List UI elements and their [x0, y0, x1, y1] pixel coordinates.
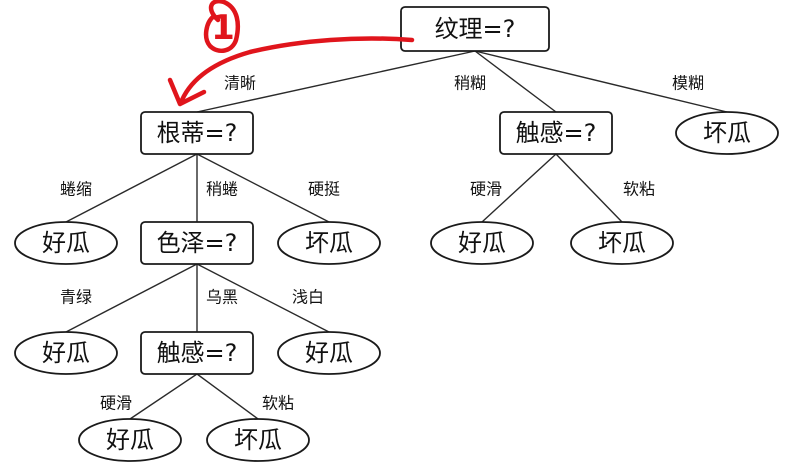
annotation-arrow-curve — [179, 36, 415, 103]
leaf-node-leaf_hao3: 好瓜 — [14, 331, 118, 375]
red-annotation: 1 — [167, 0, 415, 107]
leaf-node-leaf_hao1: 好瓜 — [14, 221, 118, 265]
node-label: 坏瓜 — [305, 229, 353, 257]
edge-label-sezhe-leaf_hao3: 青绿 — [60, 288, 92, 307]
leaf-ellipse — [206, 418, 310, 462]
leaf-ellipse — [14, 331, 118, 375]
edge-label-root-leaf_huai1: 模糊 — [672, 74, 704, 93]
edge-label-chugan2-leaf_huai4: 软粘 — [262, 394, 294, 413]
leaf-node-leaf_huai2: 坏瓜 — [277, 221, 381, 265]
decision-box — [400, 6, 550, 52]
edge-sezhe-leaf_hao4 — [196, 263, 330, 333]
leaf-node-leaf_huai4: 坏瓜 — [206, 418, 310, 462]
leaf-node-leaf_hao5: 好瓜 — [78, 418, 182, 462]
decision-node-gendi: 根蒂=? — [140, 111, 254, 155]
edge-chugan2-leaf_hao5 — [129, 373, 198, 420]
edge-label-chugan1-leaf_hao2: 硬滑 — [470, 180, 502, 199]
leaf-ellipse — [277, 331, 381, 375]
edge-label-gendi-leaf_huai2: 硬挺 — [308, 180, 340, 199]
annotation-arrowhead — [167, 77, 207, 107]
node-label: 好瓜 — [305, 339, 353, 367]
decision-node-sezhe: 色泽=? — [140, 221, 254, 265]
leaf-ellipse — [14, 221, 118, 265]
node-label: 坏瓜 — [598, 229, 646, 257]
edges-layer — [65, 50, 728, 420]
decision-box — [140, 331, 254, 375]
decision-node-chugan2: 触感=? — [140, 331, 254, 375]
leaf-node-leaf_huai1: 坏瓜 — [675, 111, 779, 155]
node-label: 好瓜 — [42, 339, 90, 367]
edge-label-root-gendi: 清晰 — [224, 74, 256, 93]
decision-box — [140, 111, 254, 155]
node-label: 好瓜 — [42, 229, 90, 257]
annotation-number: 1 — [211, 8, 235, 48]
edge-gendi-leaf_hao1 — [65, 153, 198, 223]
node-label: 好瓜 — [106, 426, 154, 454]
edge-label-chugan1-leaf_huai3: 软粘 — [623, 180, 655, 199]
edge-sezhe-leaf_hao3 — [65, 263, 198, 333]
node-label: 好瓜 — [458, 229, 506, 257]
leaf-ellipse — [570, 221, 674, 265]
edge-label-gendi-sezhe: 稍蜷 — [206, 180, 238, 199]
node-label: 色泽=? — [157, 229, 238, 257]
node-label: 触感=? — [157, 339, 238, 367]
leaf-node-leaf_hao2: 好瓜 — [430, 221, 534, 265]
decision-box — [499, 111, 613, 155]
leaf-ellipse — [277, 221, 381, 265]
leaf-ellipse — [675, 111, 779, 155]
decision-box — [140, 221, 254, 265]
decision-node-chugan1: 触感=? — [499, 111, 613, 155]
edge-label-sezhe-leaf_hao4: 浅白 — [292, 288, 324, 307]
decision-node-root: 纹理=? — [400, 6, 550, 52]
edge-label-sezhe-chugan2: 乌黑 — [206, 288, 238, 307]
edge-root-leaf_huai1 — [474, 50, 728, 113]
edge-labels-layer: 清晰稍糊模糊蜷缩稍蜷硬挺硬滑软粘青绿乌黑浅白硬滑软粘 — [60, 74, 704, 413]
nodes-layer: 纹理=?根蒂=?触感=?坏瓜好瓜色泽=?坏瓜好瓜坏瓜好瓜触感=?好瓜好瓜坏瓜 — [14, 6, 779, 462]
edge-chugan1-leaf_hao2 — [481, 153, 557, 223]
edge-root-chugan1 — [474, 50, 557, 113]
node-label: 根蒂=? — [157, 119, 238, 147]
edge-label-gendi-leaf_hao1: 蜷缩 — [60, 180, 92, 199]
node-label: 触感=? — [516, 119, 597, 147]
edge-root-gendi — [196, 50, 476, 113]
node-label: 坏瓜 — [703, 119, 751, 147]
edge-gendi-leaf_huai2 — [196, 153, 330, 223]
edge-chugan1-leaf_huai3 — [555, 153, 623, 223]
leaf-node-leaf_huai3: 坏瓜 — [570, 221, 674, 265]
edge-label-root-chugan1: 稍糊 — [454, 74, 486, 93]
leaf-ellipse — [430, 221, 534, 265]
leaf-node-leaf_hao4: 好瓜 — [277, 331, 381, 375]
edge-label-chugan2-leaf_hao5: 硬滑 — [100, 394, 132, 413]
edge-chugan2-leaf_huai4 — [196, 373, 259, 420]
leaf-ellipse — [78, 418, 182, 462]
node-label: 坏瓜 — [234, 426, 282, 454]
node-label: 纹理=? — [435, 15, 516, 43]
annotation-circle — [203, 0, 241, 54]
